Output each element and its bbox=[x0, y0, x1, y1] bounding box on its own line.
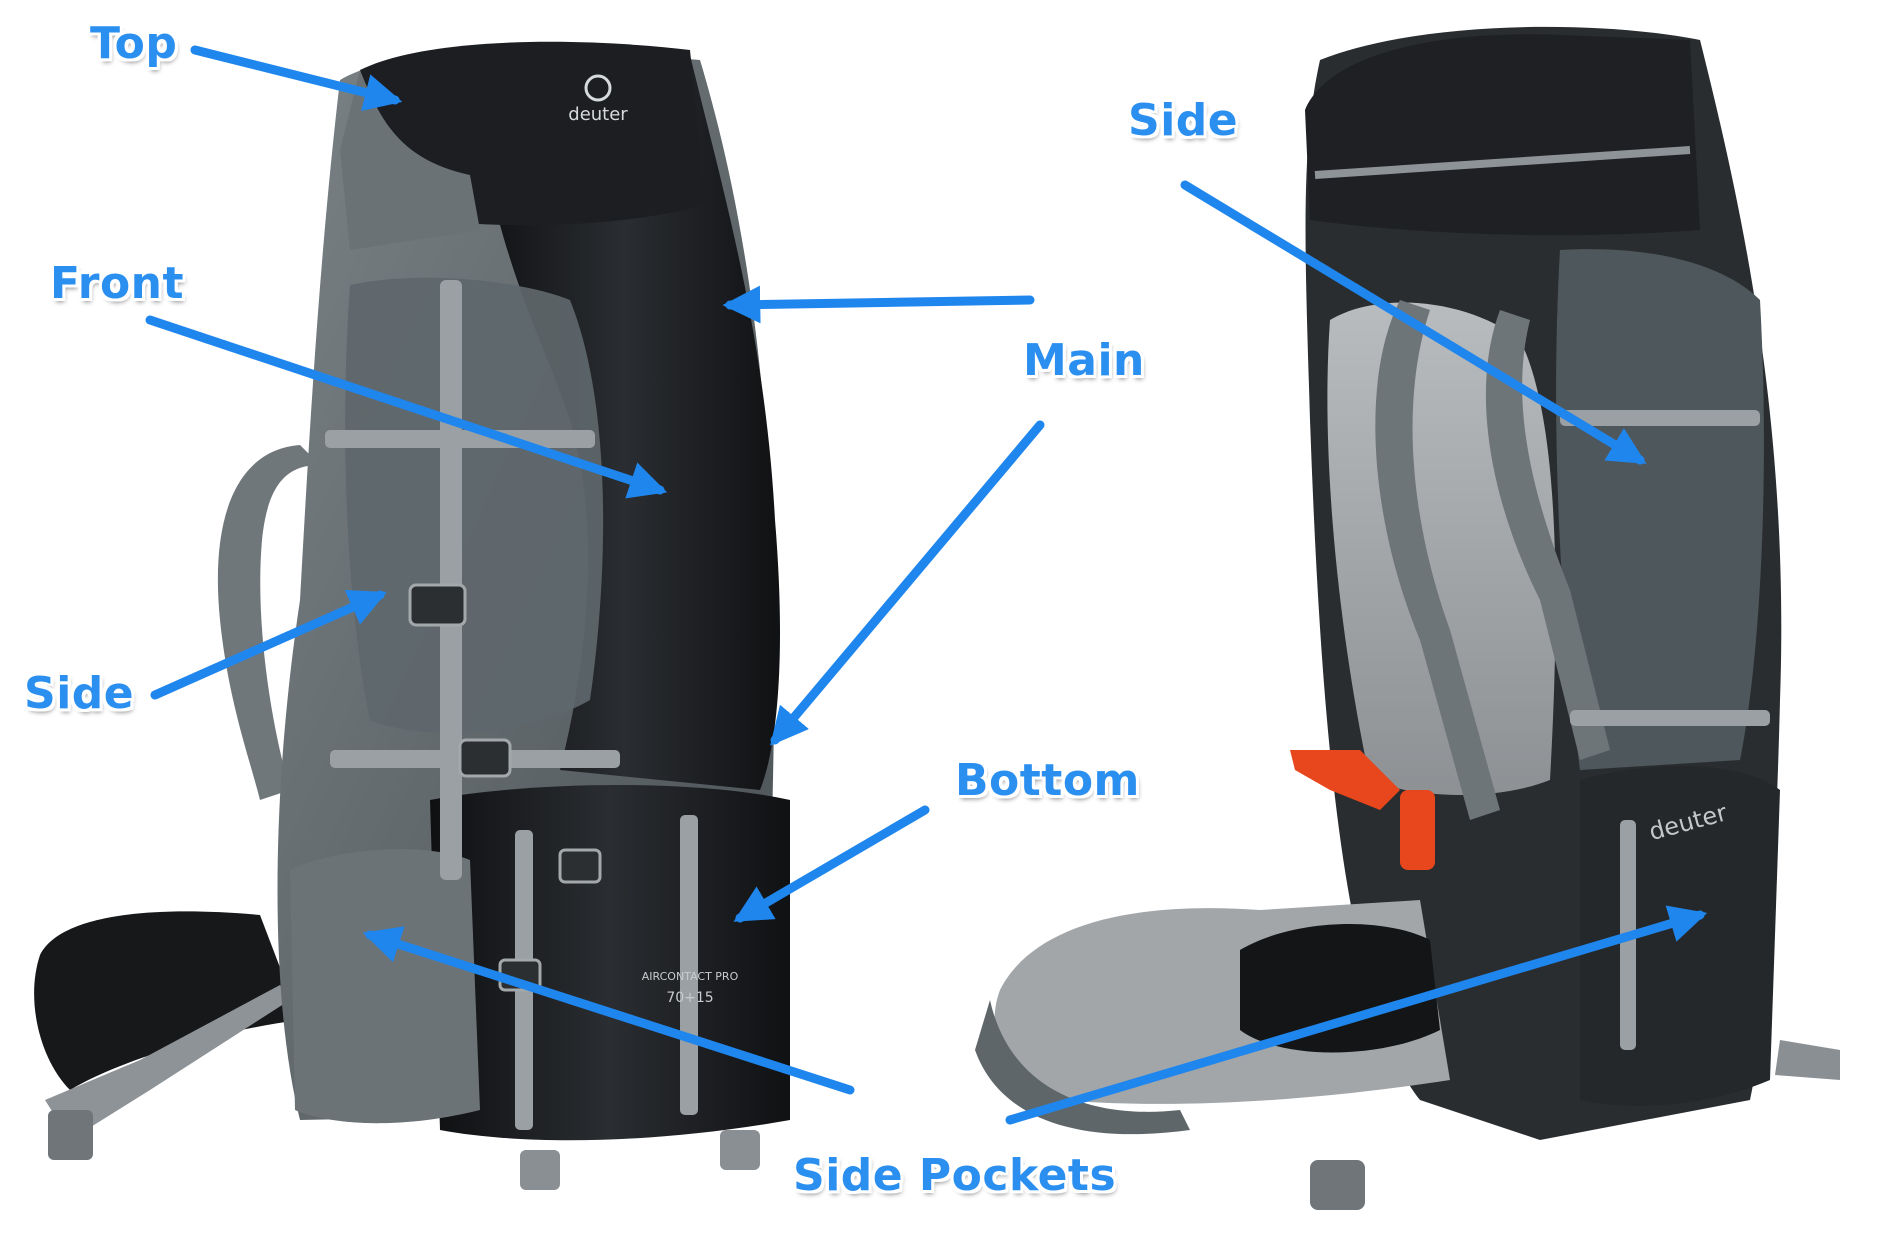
lid-zip bbox=[1314, 146, 1691, 179]
deuter-logo-icon bbox=[584, 74, 612, 102]
label-top: Top bbox=[90, 18, 178, 69]
arrow-side-right bbox=[1180, 180, 1647, 465]
bottom-tab bbox=[1775, 1040, 1840, 1080]
main-compartment bbox=[470, 55, 780, 790]
hip-buckle bbox=[1310, 1160, 1365, 1210]
side-pocket bbox=[290, 849, 480, 1124]
front-pocket bbox=[345, 277, 604, 734]
backpack-front-view: deuter AIRCONTACT PRO 70+15 bbox=[34, 41, 790, 1190]
hip-belt-outer bbox=[975, 1000, 1190, 1135]
arrow-top bbox=[190, 45, 403, 112]
bottom-tab bbox=[720, 1130, 760, 1170]
backpack-back-view: deuter bbox=[975, 26, 1840, 1210]
bottom-tab bbox=[520, 1150, 560, 1190]
arrow-side-left bbox=[150, 590, 387, 700]
shoulder-strap bbox=[217, 445, 320, 800]
shoulder-strap-right bbox=[1485, 310, 1610, 760]
hydration-flap bbox=[1290, 750, 1400, 810]
hip-belt-pocket bbox=[1240, 923, 1440, 1053]
arrow-front bbox=[145, 315, 668, 499]
lid-top-grey bbox=[340, 70, 480, 250]
hydration-clip bbox=[1400, 790, 1435, 870]
brand-logo-text: deuter bbox=[568, 104, 628, 125]
label-front: Front bbox=[50, 258, 185, 309]
arrow-main-lower bbox=[770, 420, 1045, 746]
arrow-side-pockets-right bbox=[1005, 905, 1708, 1125]
bottom-compartment bbox=[430, 785, 790, 1141]
label-main: Main bbox=[1023, 335, 1145, 386]
callout-arrows bbox=[145, 45, 1708, 1125]
model-size-text: 70+15 bbox=[666, 990, 713, 1006]
label-bottom: Bottom bbox=[955, 755, 1140, 806]
hip-belt-strap bbox=[45, 985, 290, 1140]
label-side-left: Side bbox=[24, 668, 135, 719]
side-panel bbox=[1556, 249, 1764, 771]
arrow-main-top bbox=[722, 285, 1035, 324]
arrow-bottom bbox=[733, 805, 930, 923]
label-side-pockets: Side Pockets bbox=[793, 1150, 1117, 1201]
model-name-text: AIRCONTACT PRO bbox=[642, 970, 739, 983]
shoulder-strap-left bbox=[1375, 300, 1500, 820]
label-side-right: Side bbox=[1128, 95, 1239, 146]
hip-belt bbox=[34, 911, 301, 1090]
lid-top bbox=[1305, 34, 1700, 236]
hip-buckle bbox=[48, 1110, 93, 1160]
arrow-side-pockets-left bbox=[362, 926, 855, 1095]
